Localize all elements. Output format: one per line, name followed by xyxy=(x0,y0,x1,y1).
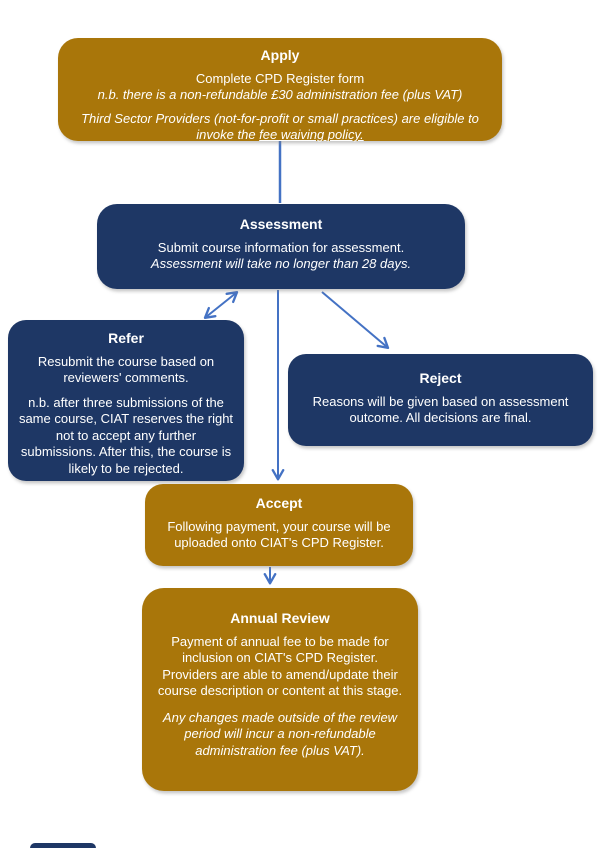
apply-third-sector-text: Third Sector Providers (not-for-profit o… xyxy=(81,110,479,143)
apply-line2: n.b. there is a non-refundable £30 admin… xyxy=(97,87,463,102)
assessment-line2: Assessment will take no longer than 28 d… xyxy=(150,256,412,271)
node-apply-body: Complete CPD Register form n.b. there is… xyxy=(72,71,488,104)
node-annual-review: Annual Review Payment of annual fee to b… xyxy=(142,588,418,791)
node-apply: Apply Complete CPD Register form n.b. th… xyxy=(58,38,502,144)
assessment-line1: Submit course information for assessment… xyxy=(157,239,405,255)
node-accept-title: Accept xyxy=(255,495,303,511)
node-assessment-body: Submit course information for assessment… xyxy=(111,240,451,273)
node-refer-para2: n.b. after three submissions of the same… xyxy=(18,394,234,476)
node-apply-title: Apply xyxy=(260,47,300,63)
node-accept-para1: Following payment, your course will be u… xyxy=(167,518,391,551)
node-reject-para1: Reasons will be given based on assessmen… xyxy=(312,393,569,426)
connector-assessment-refer xyxy=(203,291,239,319)
node-assessment: Assessment Submit course information for… xyxy=(97,204,465,289)
node-refer: Refer Resubmit the course based on revie… xyxy=(8,320,244,481)
node-refer-title: Refer xyxy=(108,330,144,346)
node-reject: Reject Reasons will be given based on as… xyxy=(288,354,593,446)
node-apply-note: Third Sector Providers (not-for-profit o… xyxy=(72,111,488,144)
apply-line1: Complete CPD Register form xyxy=(195,70,365,86)
fee-waiving-policy-link[interactable]: fee waiving policy. xyxy=(259,127,364,142)
node-annual-review-para1: Payment of annual fee to be made for inc… xyxy=(157,633,403,699)
node-reject-title: Reject xyxy=(419,370,462,386)
next-page-box-sliver xyxy=(30,843,96,848)
connector-assessment-reject xyxy=(321,291,390,350)
node-refer-para1: Resubmit the course based on reviewers' … xyxy=(37,353,215,386)
node-accept: Accept Following payment, your course wi… xyxy=(145,484,413,566)
node-annual-review-title: Annual Review xyxy=(230,610,330,626)
node-assessment-title: Assessment xyxy=(239,216,323,232)
node-annual-review-para2: Any changes made outside of the review p… xyxy=(162,709,398,758)
